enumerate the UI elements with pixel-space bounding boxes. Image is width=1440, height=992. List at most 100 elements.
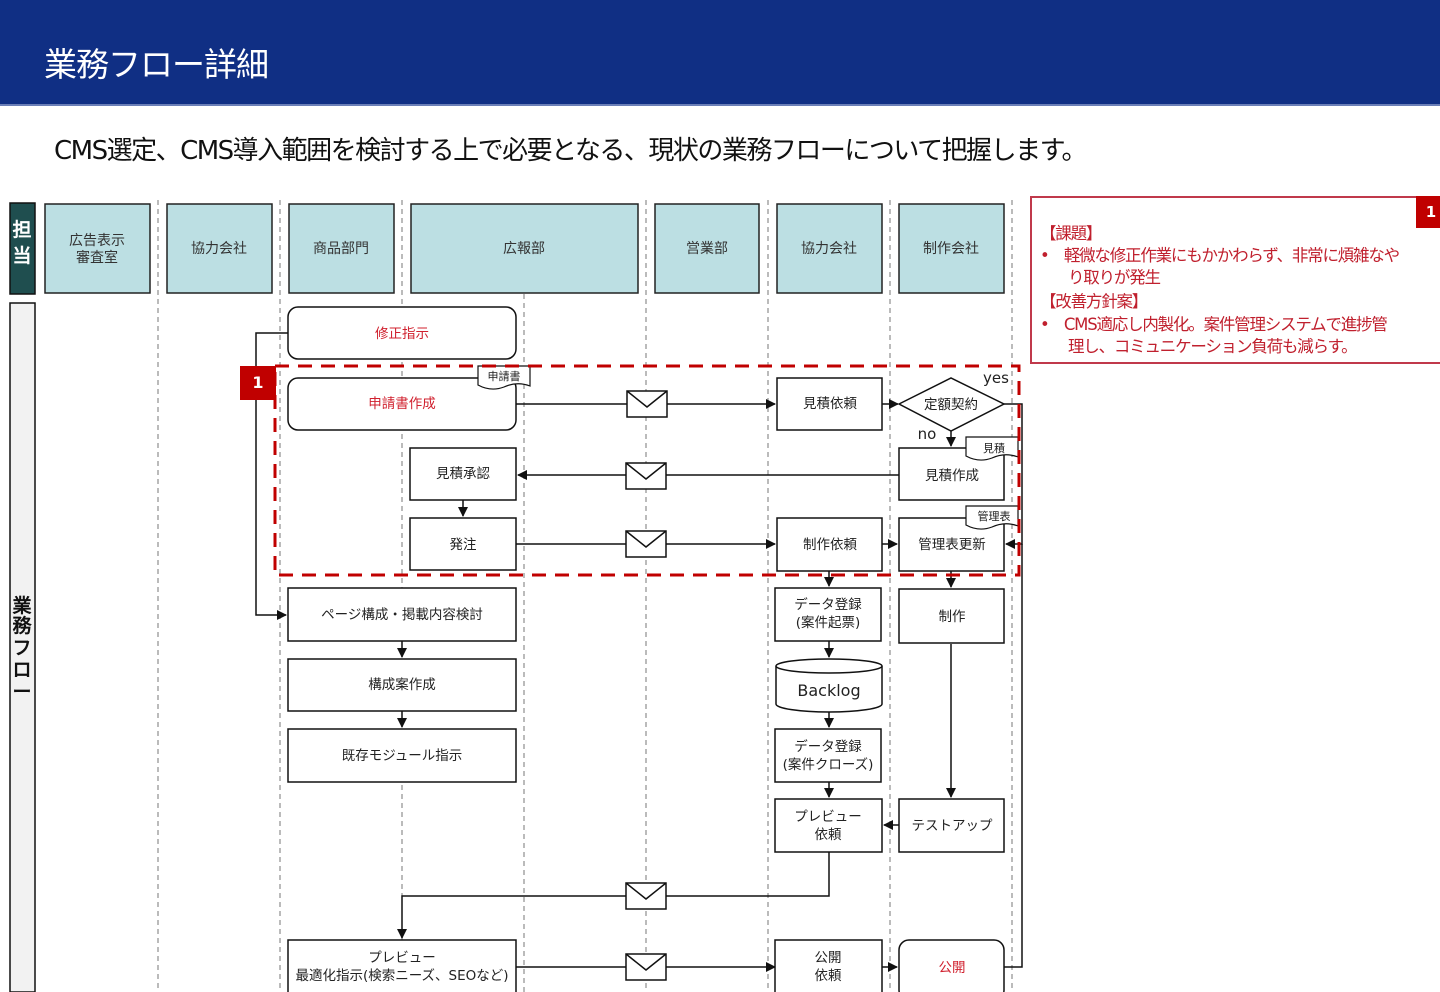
connector-preview-to-optimize bbox=[397, 852, 830, 939]
lane-header-7-label: 制作会社 bbox=[923, 241, 979, 257]
lane-headers: 広告表示 審査室 協力会社 商品部門 広報部 営業部 協力会社 制作会社 bbox=[44, 203, 1005, 294]
node-quote-approval bbox=[409, 447, 517, 501]
flow-nodes: 修正指示 申請書作成 申請書 見積依頼 定額契約 yes no 見積作成 見積 … bbox=[287, 306, 1019, 992]
owner-side-label-char1: 担 bbox=[12, 218, 31, 241]
node-revision-instruction-label: 修正指示 bbox=[375, 326, 429, 342]
node-preview-request-label-1: プレビュー bbox=[794, 809, 862, 825]
node-production-request-label: 制作依頼 bbox=[803, 537, 857, 553]
lane-header-2 bbox=[166, 203, 273, 294]
document-label-sheet: 管理表 bbox=[978, 509, 1011, 523]
mail-icon bbox=[625, 953, 667, 981]
node-publish-request-label-2: 依頼 bbox=[815, 968, 843, 984]
node-quote-creation-label: 見積作成 bbox=[925, 468, 979, 484]
lane-header-4 bbox=[410, 203, 639, 294]
issue-panel: 【課題】 • 軽微な修正作業にもかかわらず、非常に煩雑なや り取りが発生 【改善… bbox=[1030, 196, 1440, 364]
node-data-entry-close-label-2: (案件クローズ) bbox=[783, 756, 874, 773]
plan-bullet-line-2: 理し、コミュニケーション負荷も減らす。 bbox=[1068, 337, 1358, 356]
backlog-database bbox=[775, 658, 883, 713]
svg-text:務: 務 bbox=[12, 614, 32, 637]
lane-header-3-label: 商品部門 bbox=[313, 241, 369, 257]
connector-contract-yes bbox=[1004, 403, 1023, 549]
highlight-badge: 1 bbox=[240, 366, 276, 400]
node-test-upload-label: テストアップ bbox=[912, 818, 993, 834]
lane-header-1 bbox=[44, 203, 151, 294]
node-data-entry-close bbox=[774, 728, 882, 783]
node-preview-request bbox=[774, 798, 883, 853]
svg-text:ロ: ロ bbox=[12, 659, 31, 681]
lane-header-1-label-2: 審査室 bbox=[76, 249, 118, 266]
lane-header-5-label: 営業部 bbox=[686, 241, 728, 257]
node-module-instruction bbox=[287, 728, 517, 783]
flow-side-label-text: 業 務 フ ロ ー bbox=[11, 594, 32, 703]
node-publish-request bbox=[774, 939, 883, 992]
node-revision-instruction bbox=[287, 306, 517, 360]
node-data-entry-close-label-1: データ登録 bbox=[794, 738, 862, 755]
svg-text:フ: フ bbox=[12, 637, 31, 659]
node-production bbox=[898, 588, 1005, 644]
node-publish-request-label-1: 公開 bbox=[815, 950, 842, 966]
node-publish bbox=[898, 939, 1005, 992]
node-application-creation-label: 申請書作成 bbox=[368, 396, 436, 412]
node-application-creation bbox=[287, 377, 517, 431]
lane-header-4-label: 広報部 bbox=[503, 241, 545, 257]
highlight-region bbox=[273, 364, 1021, 577]
node-order bbox=[409, 517, 517, 571]
mail-icon bbox=[625, 882, 667, 910]
node-data-entry-open bbox=[774, 587, 882, 642]
node-draft-creation-label: 構成案作成 bbox=[368, 676, 436, 693]
node-data-entry-open-label-2: (案件起票) bbox=[796, 614, 861, 631]
mail-icon bbox=[625, 530, 667, 558]
connector-revision-to-page bbox=[255, 332, 288, 620]
mail-icon bbox=[626, 390, 668, 418]
lane-header-6 bbox=[776, 203, 883, 294]
plan-heading: 【改善方針案】 bbox=[1040, 292, 1148, 311]
node-sheet-update-label: 管理表更新 bbox=[918, 537, 986, 553]
lane-header-2-label: 協力会社 bbox=[191, 241, 247, 257]
node-page-structure-label: ページ構成・掲載内容検討 bbox=[321, 606, 483, 623]
lane-header-6-label: 協力会社 bbox=[801, 241, 857, 257]
owner-side-label bbox=[9, 202, 36, 295]
document-icon-application bbox=[477, 365, 531, 390]
connector-publish-loop bbox=[1004, 544, 1023, 968]
document-label-application: 申請書 bbox=[488, 369, 521, 383]
node-test-upload bbox=[898, 798, 1005, 853]
decision-fixed-contract bbox=[897, 377, 1006, 432]
issue-panel-badge: 1 bbox=[1416, 196, 1440, 228]
page-title: 業務フロー詳細 bbox=[44, 45, 269, 84]
issue-bullet-line-2: り取りが発生 bbox=[1068, 268, 1161, 287]
node-publish-label: 公開 bbox=[939, 960, 966, 976]
node-production-request bbox=[776, 517, 883, 572]
lane-header-3 bbox=[288, 203, 395, 294]
owner-side-label-char2: 当 bbox=[12, 244, 31, 267]
decision-yes-label: yes bbox=[983, 369, 1009, 387]
backlog-label: Backlog bbox=[797, 681, 860, 700]
node-data-entry-open-label-1: データ登録 bbox=[794, 596, 862, 613]
document-label-quote: 見積 bbox=[983, 441, 1005, 455]
page-subtitle: CMS選定、CMS導入範囲を検討する上で必要となる、現状の業務フローについて把握… bbox=[54, 136, 1088, 166]
node-draft-creation bbox=[287, 658, 517, 712]
plan-bullet-line-1: • CMS適応し内製化。案件管理システムで進捗管 bbox=[1040, 315, 1388, 334]
document-icon-quote bbox=[965, 436, 1019, 461]
mail-icons bbox=[625, 390, 668, 981]
node-quote-request bbox=[776, 377, 883, 431]
header-bar: 業務フロー詳細 bbox=[0, 0, 1440, 106]
lane-separators bbox=[157, 200, 1013, 992]
flow-side-label bbox=[9, 302, 36, 992]
issue-heading: 【課題】 bbox=[1040, 224, 1102, 243]
decision-fixed-contract-label: 定額契約 bbox=[924, 397, 978, 413]
node-quote-request-label: 見積依頼 bbox=[803, 396, 857, 412]
node-preview-optimize bbox=[287, 939, 517, 992]
node-quote-approval-label: 見積承認 bbox=[436, 466, 490, 482]
node-order-label: 発注 bbox=[450, 537, 477, 553]
node-preview-optimize-label-1: プレビュー bbox=[368, 950, 436, 966]
svg-text:業: 業 bbox=[11, 594, 32, 617]
issue-bullet-line-1: • 軽微な修正作業にもかかわらず、非常に煩雑なや bbox=[1040, 246, 1400, 265]
lane-header-7 bbox=[898, 203, 1005, 294]
node-preview-optimize-label-2: 最適化指示(検索ニーズ、SEOなど) bbox=[295, 967, 508, 984]
node-page-structure bbox=[287, 587, 517, 642]
node-preview-request-label-2: 依頼 bbox=[815, 827, 843, 843]
node-production-label: 制作 bbox=[939, 609, 966, 625]
lane-header-5 bbox=[654, 203, 760, 294]
document-icon-sheet bbox=[965, 505, 1019, 530]
